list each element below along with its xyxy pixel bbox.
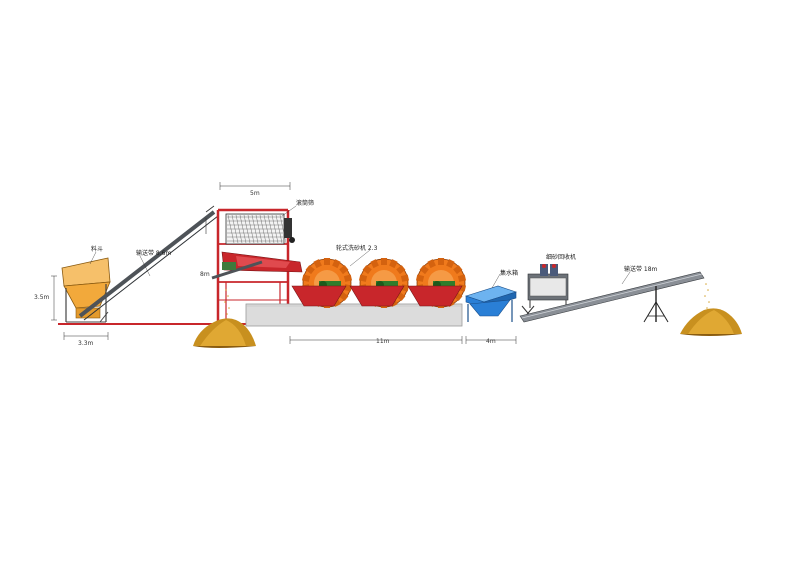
conveyor-1-label: 输送带 8.6m bbox=[136, 250, 172, 257]
hopper-dimension-lines bbox=[51, 275, 109, 340]
drum-screen-label: 滚筒筛 bbox=[296, 200, 315, 207]
water-tank-label: 集水箱 bbox=[500, 270, 519, 277]
sand-pile-left bbox=[193, 318, 256, 348]
washer-tanks bbox=[291, 285, 463, 307]
hopper-height-dimension: 3.5m bbox=[34, 294, 50, 301]
screen-height-dimension: 8m bbox=[200, 271, 210, 278]
sand-washer-label: 轮式洗砂机 2.3 bbox=[336, 245, 378, 252]
hopper-label: 料斗 bbox=[91, 246, 104, 253]
washer-dimension-lines bbox=[289, 336, 463, 344]
tank-span-dimension: 4m bbox=[486, 338, 496, 345]
tank-dimension-lines bbox=[465, 336, 517, 344]
water-tank bbox=[465, 285, 517, 322]
falling-sand-right bbox=[704, 283, 710, 309]
screen-width-dimension: 5m bbox=[250, 190, 260, 197]
short-conveyor bbox=[211, 260, 263, 280]
falling-sand-left bbox=[224, 289, 230, 315]
sand-pile-right bbox=[680, 308, 742, 336]
leader-lines bbox=[89, 205, 631, 289]
hopper bbox=[61, 257, 111, 323]
base-platform bbox=[245, 303, 463, 327]
fine-sand-recycler bbox=[521, 264, 569, 319]
conveyor-2-label: 输送带 18m bbox=[624, 266, 658, 273]
conveyor-2 bbox=[519, 271, 705, 323]
drum-screen bbox=[225, 213, 295, 245]
conveyor-1 bbox=[78, 205, 219, 323]
screen-dimension-lines bbox=[219, 182, 291, 190]
fine-sand-recycler-label: 细砂回收机 bbox=[546, 254, 577, 261]
hopper-width-dimension: 3.3m bbox=[78, 340, 94, 347]
washer-span-dimension: 11m bbox=[376, 338, 390, 345]
